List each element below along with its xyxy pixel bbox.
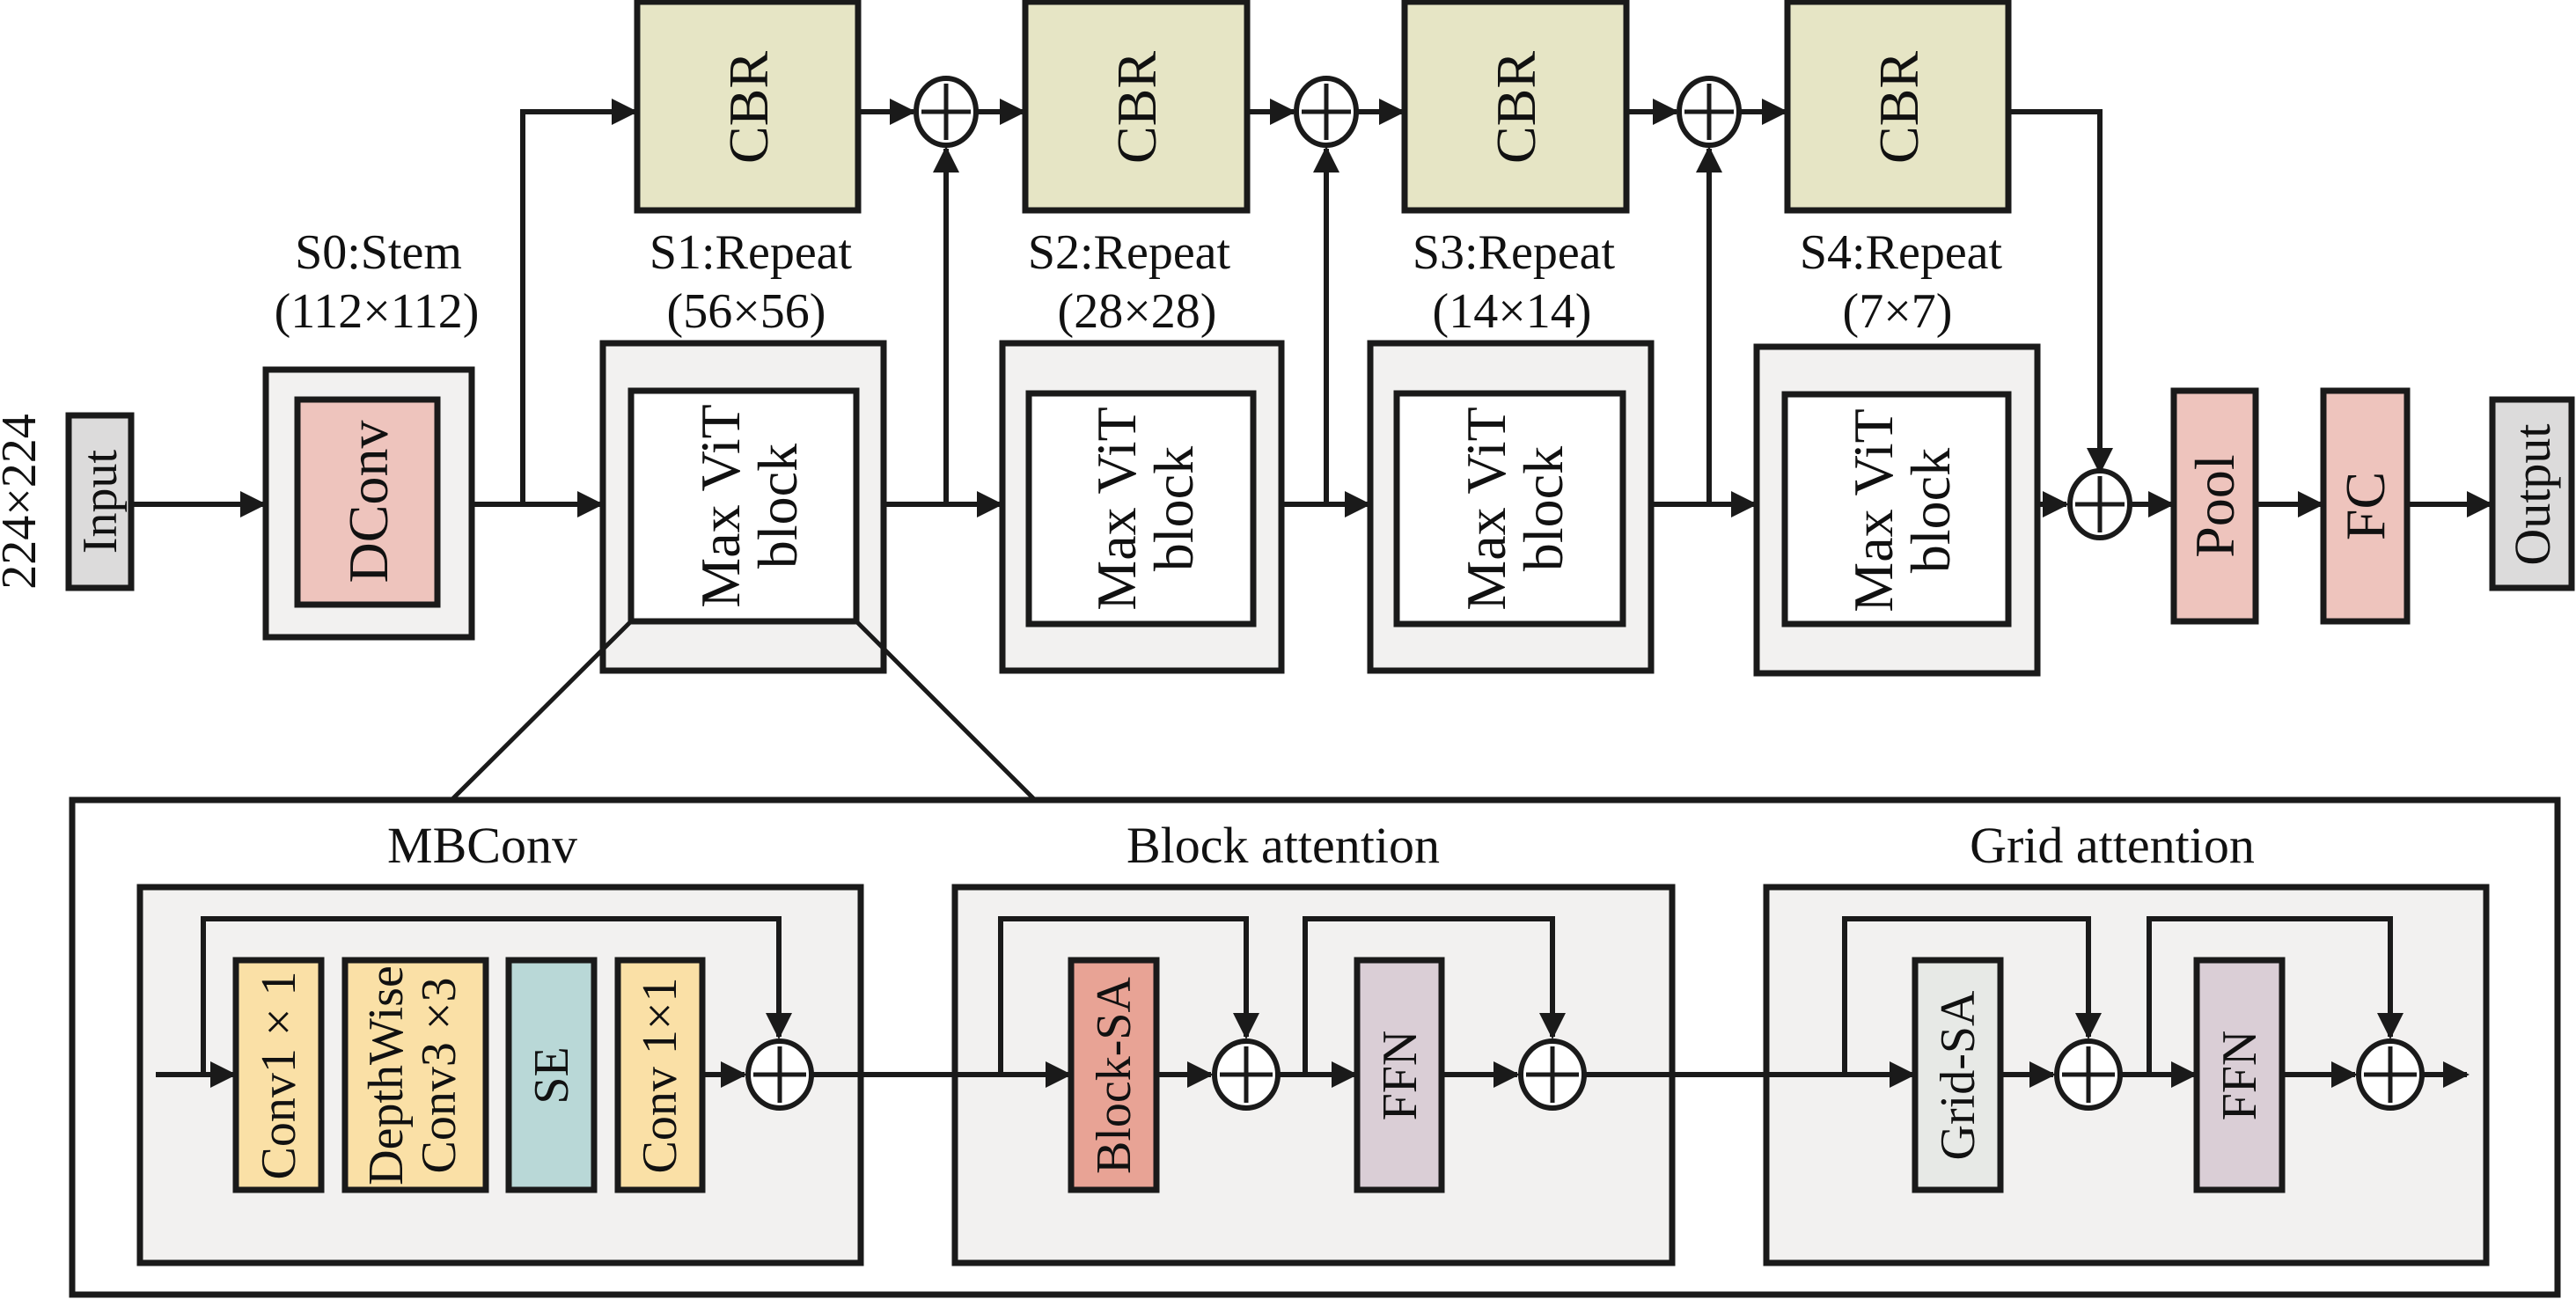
s4-maxvit-block <box>1781 391 2012 627</box>
cbr-box-1 <box>634 0 862 214</box>
se-label: SE <box>525 1046 579 1104</box>
s3-block-label-1: Max ViT <box>1455 407 1517 610</box>
input-box <box>65 412 135 591</box>
add-node-top-1 <box>914 76 979 148</box>
grid-attn-add-2 <box>2356 1038 2425 1111</box>
zoom-line-left <box>450 620 633 802</box>
input-label: Input <box>73 449 128 554</box>
cbr-label-3: CBR <box>1485 51 1547 164</box>
mbconv-skip <box>201 916 792 1075</box>
dconv-box <box>294 396 441 608</box>
se-box <box>505 957 598 1193</box>
block-attn-add-1 <box>1212 1038 1281 1111</box>
cbr-4: CBR <box>1784 0 2012 214</box>
grid-attention-section: Grid-SA FFN <box>1763 884 2490 1266</box>
block-ffn-box <box>1354 957 1445 1193</box>
mbconv-add-node <box>745 1038 814 1111</box>
block-ffn-label: FFN <box>1373 1031 1427 1121</box>
conv1x1-a-label: Conv1 × 1 <box>252 972 306 1180</box>
grid-attn-skip-2 <box>2147 916 2404 1075</box>
s2-resolution: (28×28) <box>1058 284 1217 339</box>
s4-block-label-1: Max ViT <box>1842 408 1904 612</box>
block-attn-skip-1 <box>998 916 1259 1075</box>
s3-block-label-2: block <box>1512 446 1574 571</box>
block-attention-section: Block-SA FFN <box>951 884 1676 1266</box>
s1-resolution: (56×56) <box>667 284 826 339</box>
output-box <box>2489 396 2575 591</box>
depthwise-label-1: DepthWise <box>359 965 414 1185</box>
stem-resolution: (112×112) <box>275 284 480 339</box>
stage-s1: Max ViT block <box>599 340 887 674</box>
block-sa-label: Block-SA <box>1087 976 1141 1174</box>
s2-block-label-2: block <box>1142 446 1205 571</box>
stem-stage: S0:Stem (112×112) DConv <box>262 225 480 641</box>
cbr-label-2: CBR <box>1105 51 1168 164</box>
pool-label: Pool <box>2183 454 2246 557</box>
cbr-2: CBR <box>1022 0 1251 214</box>
s1-block-label-2: block <box>746 444 809 569</box>
s4-resolution: (7×7) <box>1843 284 1953 339</box>
fc-label: FC <box>2334 472 2396 540</box>
s4-name: S4:Repeat <box>1800 225 2003 280</box>
grid-attn-add-1 <box>2054 1038 2123 1111</box>
zoom-line-right <box>855 620 1037 802</box>
s2-name: S2:Repeat <box>1028 225 1231 280</box>
mbconv-title: MBConv <box>387 817 577 874</box>
grid-ffn-label: FFN <box>2213 1031 2267 1121</box>
stem-name: S0:Stem <box>295 225 462 280</box>
branch-stem-to-cbr1 <box>520 99 638 504</box>
cbr-1: CBR <box>634 0 862 214</box>
block-attn-add-2 <box>1518 1038 1587 1111</box>
stage-s4: Max ViT block <box>1753 343 2041 677</box>
stage-s3: Max ViT block <box>1367 340 1655 674</box>
cbr-label-1: CBR <box>717 51 780 164</box>
s4-block-label-2: block <box>1899 448 1962 573</box>
s3-resolution: (14×14) <box>1433 284 1592 339</box>
s3-maxvit-block <box>1393 390 1626 627</box>
s1-name: S1:Repeat <box>650 225 853 280</box>
depthwise-conv-box <box>341 957 489 1193</box>
add-node-final <box>2067 468 2132 540</box>
block-attention-title: Block attention <box>1127 817 1440 874</box>
cbr-label-4: CBR <box>1868 51 1930 164</box>
cbr-box-4 <box>1784 0 2012 214</box>
pool-node: Pool <box>2170 387 2259 625</box>
conv1x1-b-label: Conv 1×1 <box>633 978 687 1174</box>
output-label: Output <box>2504 423 2561 565</box>
s1-maxvit-block <box>627 387 860 625</box>
grid-attention-title: Grid attention <box>1970 817 2255 874</box>
cbr-box-3 <box>1401 0 1630 214</box>
depthwise-label-2: Conv3 ×3 <box>412 978 466 1174</box>
fc-node: FC <box>2320 387 2411 625</box>
grid-sa-label: Grid-SA <box>1931 990 1985 1160</box>
conv1x1-a-box <box>232 957 325 1193</box>
add-node-top-3 <box>1677 76 1742 148</box>
output-node: Output <box>2489 396 2575 591</box>
arrow-cbr4-to-final-add <box>2008 109 2113 474</box>
mbconv-section: Conv1 × 1 DepthWise Conv3 ×3 SE Conv 1×1 <box>136 884 864 1266</box>
s2-block-label-1: Max ViT <box>1085 407 1148 610</box>
dconv-label: DConv <box>337 421 400 583</box>
s2-maxvit-block <box>1025 390 1257 627</box>
input-node: Input <box>65 412 135 591</box>
block-sa-box <box>1068 957 1160 1193</box>
block-attn-skip-2 <box>1303 916 1566 1075</box>
grid-attn-skip-1 <box>1842 916 2102 1075</box>
grid-sa-box <box>1912 957 2004 1193</box>
input-size-label: 224×224 <box>0 414 47 590</box>
s3-name: S3:Repeat <box>1413 225 1616 280</box>
stage-s2: Max ViT block <box>999 340 1285 674</box>
cbr-3: CBR <box>1401 0 1630 214</box>
add-node-top-2 <box>1294 76 1359 148</box>
cbr-box-2 <box>1022 0 1251 214</box>
s1-block-label-1: Max ViT <box>689 404 752 607</box>
